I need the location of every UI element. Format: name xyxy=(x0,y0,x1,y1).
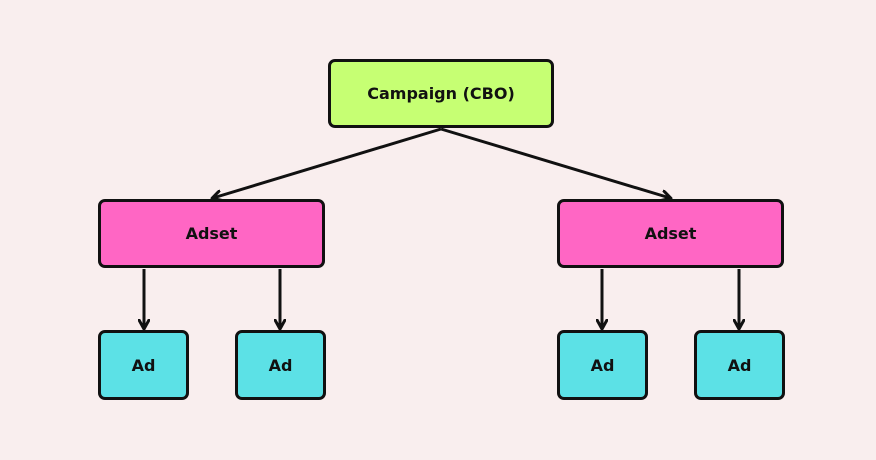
ad-label: Ad xyxy=(727,355,752,375)
ad-node: Ad xyxy=(557,330,648,400)
ad-label: Ad xyxy=(131,355,156,375)
adset-node-left: Adset xyxy=(98,199,325,268)
arrow-campaign-to-adset-right xyxy=(440,127,670,198)
campaign-label: Campaign (CBO) xyxy=(367,84,515,103)
ad-node: Ad xyxy=(98,330,189,400)
adset-label: Adset xyxy=(644,224,697,243)
campaign-node: Campaign (CBO) xyxy=(328,59,554,128)
adset-label: Adset xyxy=(185,224,238,243)
arrow-campaign-to-adset-left xyxy=(213,127,442,198)
adset-node-right: Adset xyxy=(557,199,784,268)
ad-node: Ad xyxy=(235,330,326,400)
ad-label: Ad xyxy=(590,355,615,375)
ad-node: Ad xyxy=(694,330,785,400)
ad-label: Ad xyxy=(268,355,293,375)
